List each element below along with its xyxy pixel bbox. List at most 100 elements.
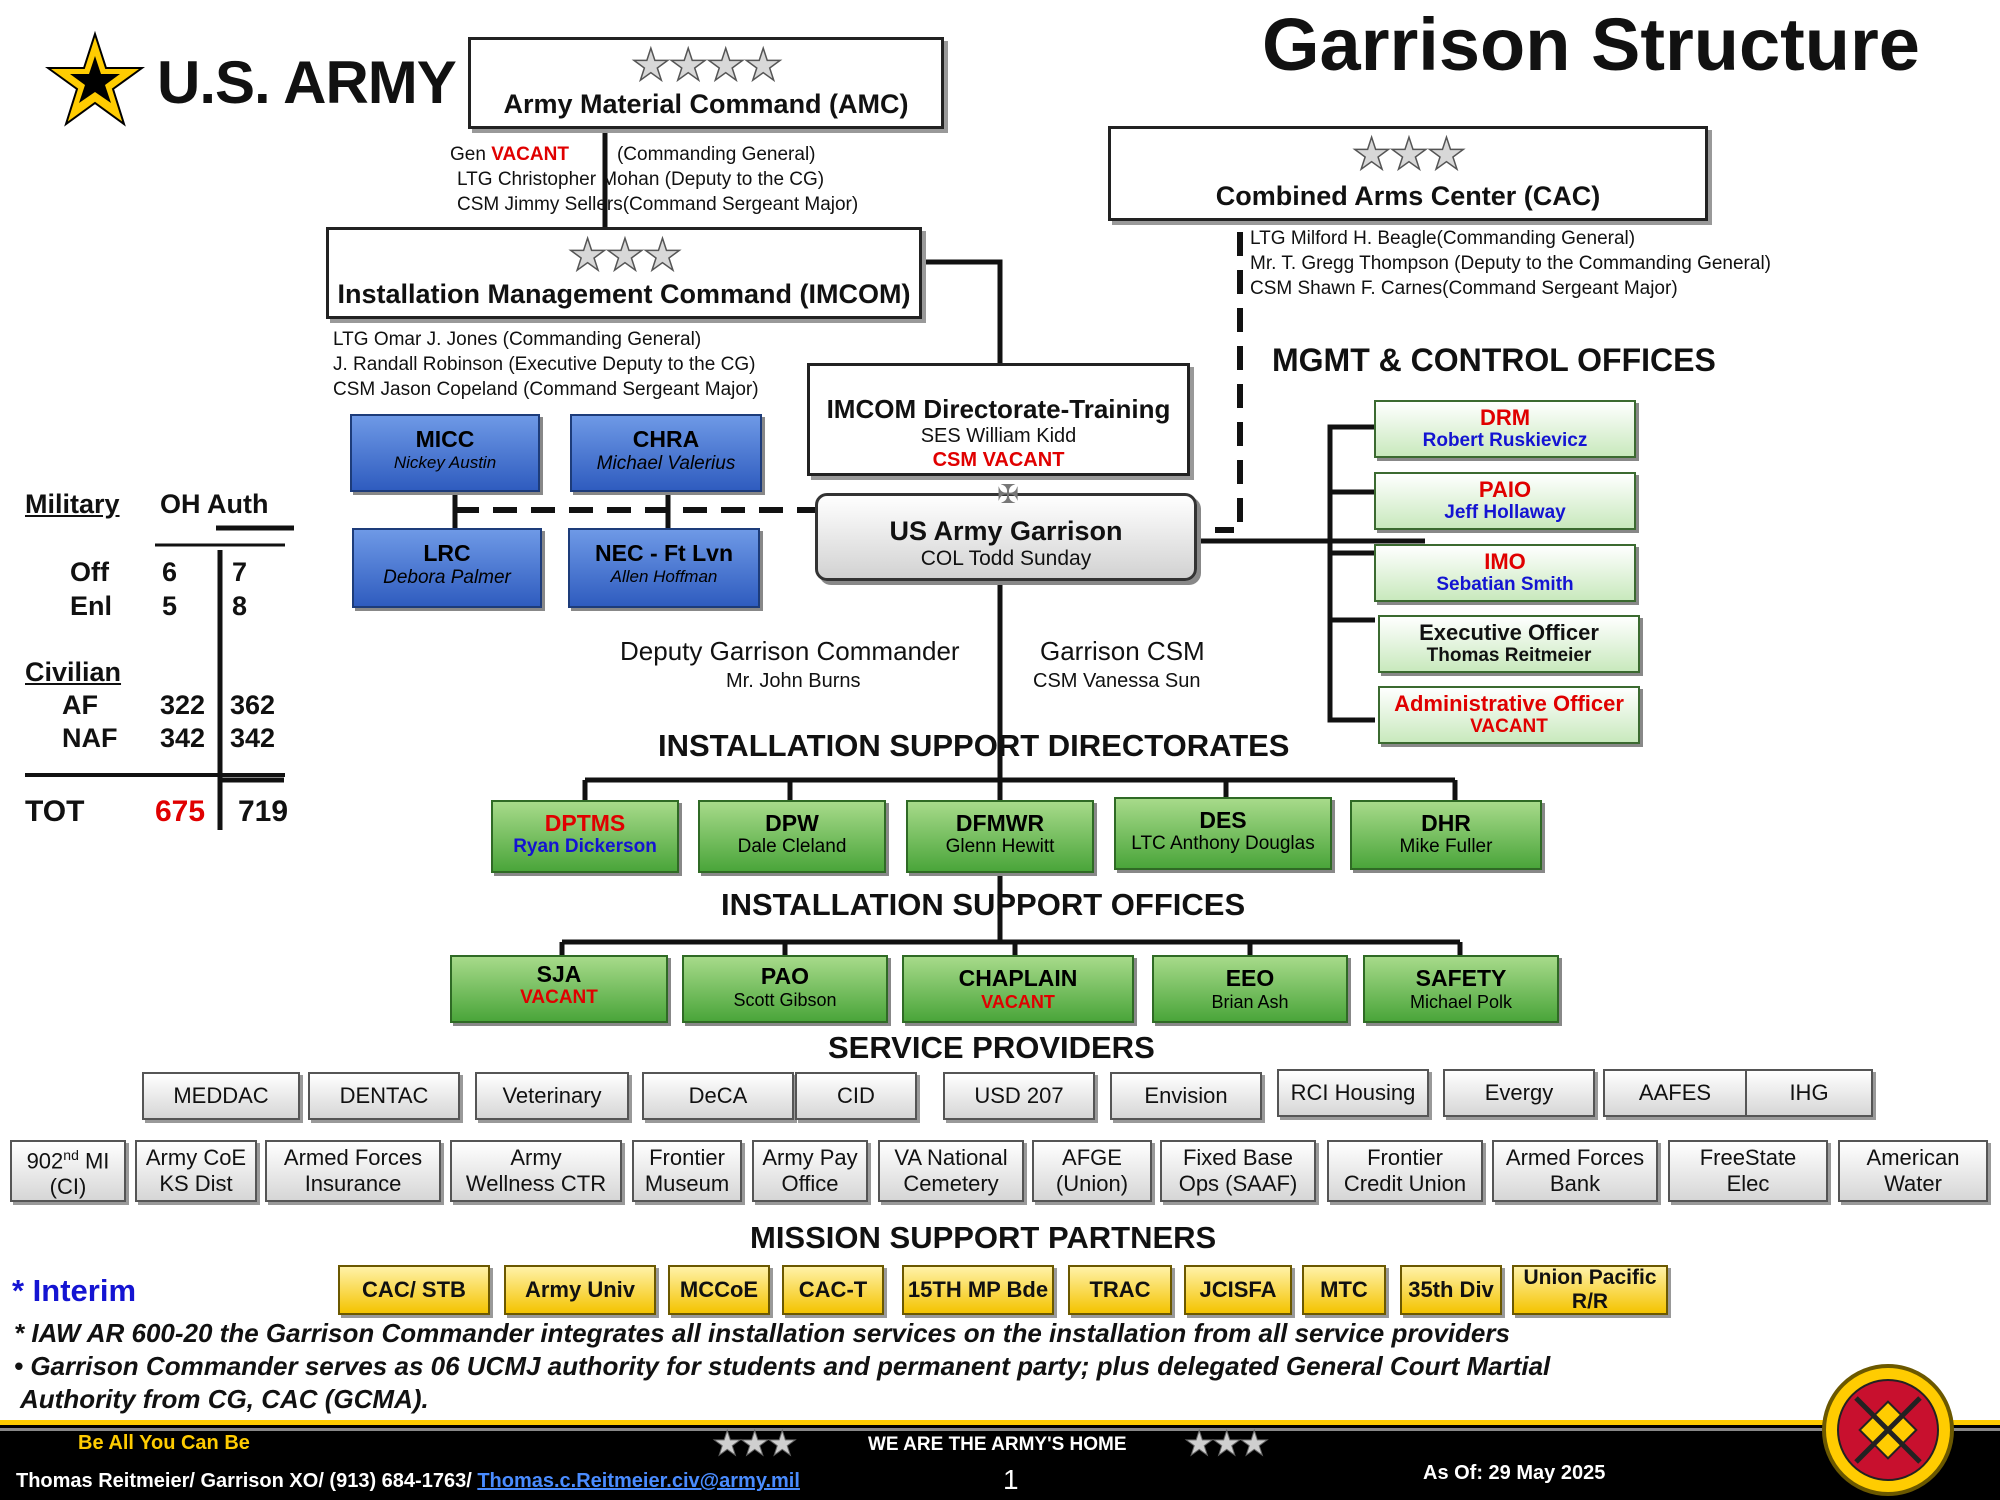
partner-box[interactable]: CAC-T	[782, 1265, 884, 1315]
administrative-officer-box[interactable]: Administrative Officer VACANT	[1378, 686, 1640, 744]
amc-vacant: VACANT	[491, 144, 569, 165]
provider-line-1: Army Pay	[762, 1145, 858, 1170]
paio-box[interactable]: PAIO Jeff Hollaway	[1374, 472, 1636, 530]
des-box[interactable]: DES LTC Anthony Douglas	[1114, 797, 1332, 870]
partner-box[interactable]: Union Pacific R/R	[1512, 1265, 1668, 1315]
sja-box[interactable]: SJA VACANT	[450, 955, 668, 1023]
army-logo: U.S. ARMY	[45, 30, 465, 130]
pao-box[interactable]: PAO Scott Gibson	[682, 955, 888, 1023]
micc-box[interactable]: MICC Nickey Austin	[350, 414, 540, 492]
imcom-box[interactable]: ★★★ Installation Management Command (IMC…	[326, 227, 922, 319]
safety-box[interactable]: SAFETY Michael Polk	[1363, 955, 1559, 1023]
drm-box[interactable]: DRM Robert Ruskievicz	[1374, 400, 1636, 458]
amc-label: Army Material Command (AMC)	[503, 89, 909, 119]
garrison-csm-title: Garrison CSM	[1040, 636, 1205, 666]
partner-box[interactable]: MTC	[1302, 1265, 1386, 1315]
partner-box[interactable]: JCISFA	[1184, 1265, 1292, 1315]
provider-ihg[interactable]: IHG	[1745, 1069, 1873, 1117]
total-auth: 719	[238, 795, 289, 828]
dptms-box[interactable]: DPTMS Ryan Dickerson	[491, 800, 679, 873]
dfmwr-box[interactable]: DFMWR Glenn Hewitt	[906, 800, 1094, 873]
partner-box[interactable]: 15TH MP Bde	[902, 1265, 1054, 1315]
page-number: 1	[1003, 1464, 1019, 1495]
footer-gold-bar	[0, 1420, 2000, 1425]
provider-envision[interactable]: Envision	[1110, 1072, 1262, 1120]
imcom-label: Installation Management Command (IMCOM)	[337, 279, 911, 309]
directorates-heading: INSTALLATION SUPPORT DIRECTORATES	[658, 728, 1290, 763]
garrison-box[interactable]: ✠ US Army Garrison COL Todd Sunday	[815, 480, 1197, 581]
provider-deca[interactable]: DeCA	[642, 1072, 794, 1120]
provider-rci-housing[interactable]: RCI Housing	[1277, 1069, 1429, 1117]
provider-veterinary[interactable]: Veterinary	[475, 1072, 629, 1120]
provider-line-1: FreeState	[1699, 1145, 1797, 1170]
imcom-training-line	[920, 259, 1003, 365]
provider-line-2: Elec	[1726, 1171, 1770, 1196]
partner-box[interactable]: CAC/ STB	[338, 1265, 490, 1315]
provider-aafes[interactable]: AAFES	[1603, 1069, 1747, 1117]
provider-line-2: (Union)	[1055, 1171, 1129, 1196]
email-link[interactable]: Thomas.c.Reitmeier.civ@army.mil	[477, 1470, 800, 1492]
executive-officer-box[interactable]: Executive Officer Thomas Reitmeier	[1378, 615, 1640, 673]
eeo-box[interactable]: EEO Brian Ash	[1152, 955, 1348, 1023]
provider-cid[interactable]: CID	[795, 1072, 917, 1120]
offices-heading: INSTALLATION SUPPORT OFFICES	[721, 887, 1246, 922]
note-1: * IAW AR 600-20 the Garrison Commander i…	[14, 1318, 1510, 1348]
amc-box[interactable]: ★★★★ Army Material Command (AMC)	[468, 37, 944, 129]
as-of-date: As Of: 29 May 2025	[1423, 1462, 1606, 1484]
provider-line-1: AFGE	[1062, 1145, 1122, 1170]
note-3: Authority from CG, CAC (GCMA).	[20, 1384, 429, 1414]
dpw-box[interactable]: DPW Dale Cleland	[698, 800, 886, 873]
imcom-deputy: J. Randall Robinson (Executive Deputy to…	[333, 354, 756, 375]
provider-line-1: VA National	[894, 1145, 1008, 1170]
chaplain-box[interactable]: CHAPLAIN VACANT	[902, 955, 1134, 1023]
imo-box[interactable]: IMO Sebatian Smith	[1374, 544, 1636, 602]
cac-dashed-line	[1215, 232, 1243, 533]
provider-dentac[interactable]: DENTAC	[308, 1072, 460, 1120]
amc-csm: CSM Jimmy Sellers(Command Sergeant Major…	[457, 194, 859, 215]
provider-line-1: Frontier	[649, 1145, 725, 1170]
provider-box[interactable]: AFGE(Union)	[1032, 1140, 1152, 1202]
provider-line-2: KS Dist	[159, 1171, 233, 1196]
garrison-commander: COL Todd Sunday	[920, 547, 1092, 570]
provider-line-1: Army	[510, 1145, 562, 1170]
partner-box[interactable]: TRAC	[1068, 1265, 1172, 1315]
provider-line-2: Office	[781, 1171, 839, 1196]
nec-box[interactable]: NEC - Ft Lvn Allen Hoffman	[568, 528, 760, 608]
four-stars-icon: ★★★★	[630, 41, 783, 90]
lrc-box[interactable]: LRC Debora Palmer	[352, 528, 542, 608]
provider-line-1: Frontier	[1367, 1145, 1443, 1170]
provider-line-2: Cemetery	[903, 1171, 999, 1196]
cac-label: Combined Arms Center (CAC)	[1215, 181, 1601, 211]
chra-box[interactable]: CHRA Michael Valerius	[570, 414, 762, 492]
provider-meddac[interactable]: MEDDAC	[142, 1072, 300, 1120]
provider-line-2: Wellness CTR	[465, 1171, 607, 1196]
garrison-csm-name: CSM Vanessa Sun	[1033, 670, 1201, 692]
partner-box[interactable]: MCCoE	[668, 1265, 770, 1315]
partner-box[interactable]: 35th Div	[1400, 1265, 1502, 1315]
garrison-emblem-icon	[1822, 1364, 1954, 1496]
provider-box[interactable]: 902nd MI(CI)	[10, 1140, 126, 1202]
interim-note: * Interim	[12, 1273, 137, 1308]
imcom-training-box[interactable]: IMCOM Directorate-Training SES William K…	[807, 363, 1190, 476]
eagle-icon: ✠	[997, 479, 1019, 509]
providers-heading: SERVICE PROVIDERS	[828, 1030, 1155, 1065]
footer-stars-left: ★★★	[711, 1425, 797, 1464]
dhr-box[interactable]: DHR Mike Fuller	[1350, 800, 1542, 870]
provider-usd-207[interactable]: USD 207	[943, 1072, 1095, 1120]
partner-box[interactable]: Army Univ	[504, 1265, 656, 1315]
cac-box[interactable]: ★★★ Combined Arms Center (CAC)	[1108, 126, 1708, 221]
provider-evergy[interactable]: Evergy	[1443, 1069, 1595, 1117]
footer-tagline: WE ARE THE ARMY'S HOME	[868, 1434, 1127, 1455]
